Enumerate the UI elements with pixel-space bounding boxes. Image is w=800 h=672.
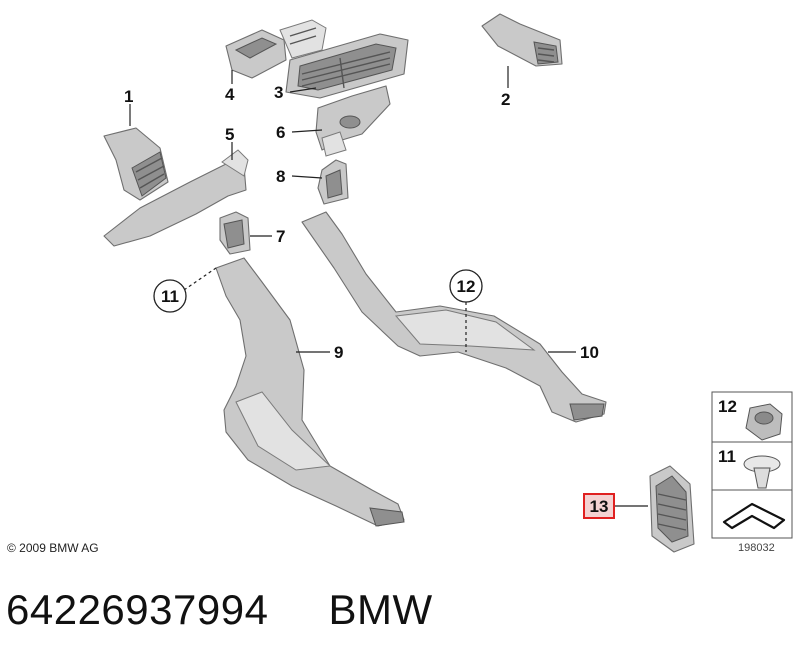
legend-12: 12 [718, 397, 737, 416]
brand-name: BMW [328, 586, 433, 633]
callout-2: 2 [501, 90, 510, 109]
callout-3: 3 [274, 83, 283, 102]
diagram-image-id: 198032 [738, 542, 775, 554]
callout-13-box [583, 493, 615, 519]
callout-10: 10 [580, 343, 599, 362]
callout-11: 11 [161, 287, 179, 306]
part-10-floor-duct [301, 211, 607, 423]
part-6-duct-connector [315, 85, 391, 157]
leader-lines [129, 66, 648, 507]
callout-4: 4 [225, 85, 235, 104]
part-number: 64226937994 [6, 586, 269, 633]
fastener-legend [711, 391, 793, 539]
callout-6: 6 [276, 123, 285, 142]
part-7-connector [219, 211, 251, 255]
part-caption: 64226937994 BMW [6, 586, 493, 634]
part-5-left-duct [103, 149, 249, 247]
callout-11-circle [153, 279, 187, 313]
part-13-grille [649, 465, 695, 553]
part-8-duct-piece [317, 159, 349, 205]
callout-1: 1 [124, 87, 133, 106]
clip-icon [743, 455, 781, 489]
part-3-center-vent [285, 33, 409, 99]
parts-diagram: 1 2 3 4 5 6 7 8 9 10 11 12 13 [103, 13, 793, 553]
part-9-floor-duct [215, 257, 405, 527]
callout-12-circle [449, 269, 483, 303]
callout-12: 12 [457, 277, 476, 296]
callout-9: 9 [334, 343, 343, 362]
wedge-icon [722, 502, 786, 530]
part-2-right-vent [481, 13, 563, 67]
callout-5: 5 [225, 125, 234, 144]
callout-8: 8 [276, 167, 285, 186]
callout-13: 13 [590, 497, 609, 516]
legend-11: 11 [718, 447, 736, 466]
part-4-vent-housing [225, 19, 327, 79]
callout-7: 7 [276, 227, 285, 246]
part-1-left-vent [103, 127, 169, 201]
copyright-notice: © 2009 BMW AG [7, 541, 99, 555]
nut-icon [745, 403, 783, 441]
